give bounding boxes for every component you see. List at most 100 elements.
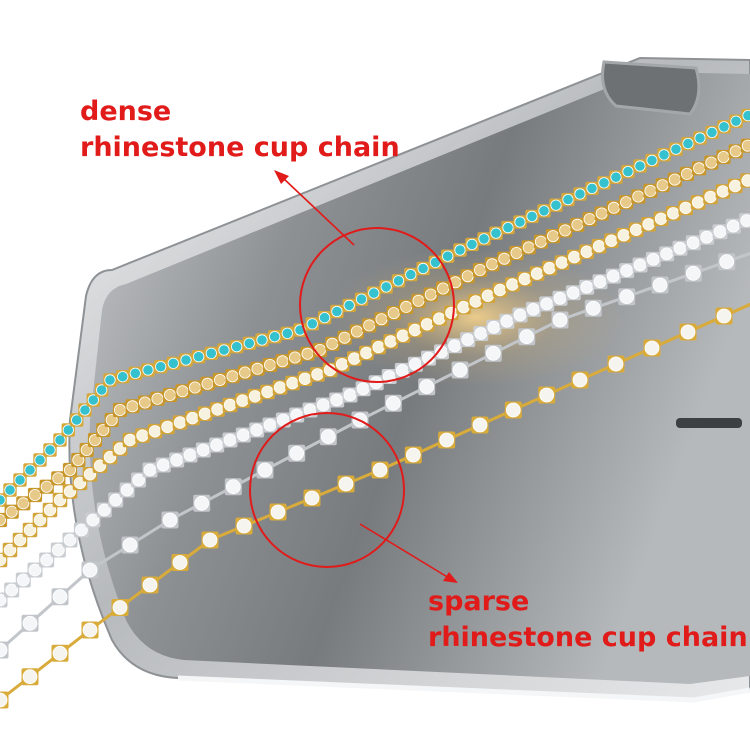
rhinestone [539,387,555,403]
rhinestone [634,160,646,172]
rhinestone [681,167,694,180]
rhinestone [289,445,305,461]
rhinestone [22,615,38,631]
rhinestone [518,272,532,286]
camera-cutout [601,60,701,116]
rhinestone [281,327,293,339]
rhinestone [586,182,598,194]
rhinestone [466,238,478,250]
rhinestone [82,622,98,638]
rhinestone [261,385,274,399]
rhinestone [97,423,110,436]
rhinestone [33,513,47,527]
rhinestone [445,306,458,320]
rhinestone [54,434,66,446]
rhinestone [356,382,370,396]
rhinestone [620,264,634,278]
rhinestone [273,381,287,394]
rhinestone [331,305,343,318]
sparse-pointer-line [359,523,450,579]
silver-clear-sparse-chain [0,251,750,659]
rhinestone [395,363,409,377]
rhinestone [23,523,37,537]
rhinestone [571,218,584,231]
rhinestone [34,454,46,466]
rhinestone [28,488,41,501]
rhinestone [420,318,434,331]
dense-chain-label: dense rhinestone cup chain [80,94,400,166]
rhinestone-chains [0,108,750,709]
rhinestone [180,354,192,366]
rhinestone [0,692,8,708]
rhinestone [236,518,252,534]
dense-pointer-arrowhead [274,170,289,184]
rhinestone [686,236,700,250]
rhinestone [52,589,68,605]
rhinestone [40,480,53,493]
rhinestone [17,497,30,510]
rhinestone [481,289,495,302]
rhinestone [726,219,740,233]
rhinestone [251,362,264,375]
rhinestone [562,194,574,206]
rhinestone [0,642,8,658]
rhinestone [682,138,694,150]
rhinestone [593,275,607,289]
rhinestone [713,225,727,239]
rhinestone [705,156,718,169]
rhinestone [338,331,351,344]
rhinestone [52,472,65,485]
rhinestone [522,241,535,254]
rhinestone [172,555,188,570]
rhinestone [86,513,100,527]
gold-clear-dense-chain [0,173,750,568]
rhinestone [72,453,85,466]
rhinestone [741,174,750,187]
rhinestone [16,573,30,587]
rhinestone [656,179,669,192]
rhinestone [598,177,610,189]
rhinestone [673,241,687,255]
rhinestone [167,357,179,369]
rhinestone [114,403,127,416]
rhinestone [534,235,547,248]
rhinestone [155,361,167,373]
rhinestone [211,403,224,416]
rhinestone [717,150,730,163]
rhinestone [151,392,164,405]
rhinestone [256,334,268,346]
rhinestone [487,320,501,334]
rhinestone [122,537,138,553]
rhinestone [457,300,470,314]
rhinestone [97,503,111,517]
rhinestone [270,504,286,520]
rhinestone [580,280,594,294]
rhinestone [161,420,174,434]
rhinestone [585,300,601,316]
silver-clear-dense-chain [0,213,750,608]
rhinestone [318,312,331,324]
annotation-marks [249,170,458,583]
rhinestone [194,495,210,511]
rhinestone [148,425,162,438]
rhinestone [630,223,643,237]
rhinestone [205,347,217,359]
rhinestone [543,261,556,275]
rhinestone [633,258,647,272]
rhinestone [236,394,249,407]
rhinestone [5,583,19,597]
rhinestone [685,265,701,281]
rhinestone [730,115,742,127]
rhinestone [304,490,320,506]
rhinestone [326,337,339,350]
rhinestone [595,207,608,220]
rhinestone [408,323,422,337]
rhinestone [559,224,572,237]
rhinestone [433,312,446,325]
rhinestone [79,404,91,416]
rhinestone [3,543,17,557]
rhinestone [424,288,437,301]
rhinestone [646,252,660,266]
rhinestone [652,277,668,293]
rhinestone [574,188,586,200]
